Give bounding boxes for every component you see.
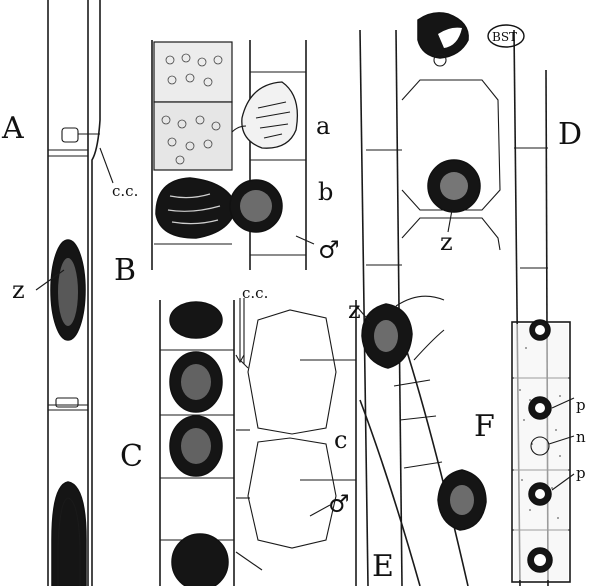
panel-label-b: B	[114, 253, 136, 288]
label-z-e: z	[348, 296, 361, 324]
label-z-d: z	[440, 228, 453, 256]
panel-label-f: F	[474, 409, 495, 444]
panel-b-cells	[152, 40, 306, 270]
panel-e-filament	[360, 296, 486, 586]
label-b: b	[318, 178, 333, 206]
label-a: a	[316, 112, 330, 140]
label-cc-bc: c.c.	[242, 284, 268, 302]
zygote-c1	[170, 302, 222, 338]
label-male-b: ♂	[318, 236, 340, 264]
label-p-bottom: p	[576, 464, 586, 482]
panel-c-filaments	[160, 298, 356, 586]
label-c: c	[334, 426, 347, 454]
panel-a-filament	[48, 0, 100, 586]
panel-label-e: E	[372, 549, 394, 584]
label-p-top: p	[576, 396, 586, 414]
label-z-a: z	[12, 276, 25, 304]
panel-label-a: A	[1, 111, 24, 146]
monogram: BST	[488, 25, 524, 47]
panel-label-d: D	[558, 117, 582, 152]
leader-lines	[36, 148, 574, 516]
zygote-c4	[172, 534, 228, 586]
label-cc-a: c.c.	[112, 182, 138, 200]
monogram-text: BST	[492, 30, 517, 44]
panel-f-filament	[512, 320, 570, 582]
panel-label-c: C	[120, 439, 143, 474]
label-n: n	[576, 428, 586, 446]
label-male-c: ♂	[328, 490, 350, 518]
